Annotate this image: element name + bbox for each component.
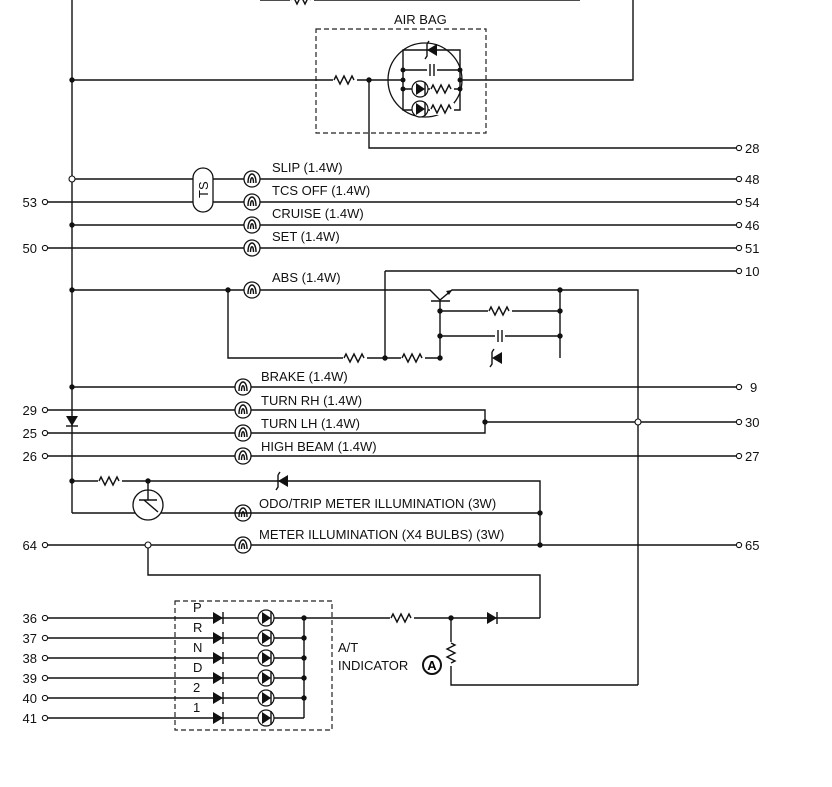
gear-position-label: 2 [193,680,200,695]
lamp-label-odo-trip: ODO/TRIP METER ILLUMINATION (3W) [259,496,496,511]
gear-position-label: P [193,600,202,615]
terminal-41 [41,714,49,722]
terminal-54 [735,198,743,206]
terminal-46 [735,221,743,229]
led-icon [257,669,275,687]
terminal-label: 48 [745,172,759,187]
led-icon [257,649,275,667]
lamp-label-abs: ABS (1.4W) [272,270,341,285]
terminal-label: 53 [23,195,37,210]
terminal-label: 39 [23,671,37,686]
illumination-circuit [65,415,543,618]
ts-switch [192,167,214,213]
terminal-38 [41,654,49,662]
led-icon [257,629,275,647]
gear-position-label: D [193,660,202,675]
lamp-label-high-beam: HIGH BEAM (1.4W) [261,439,377,454]
terminal-label: 46 [745,218,759,233]
lamp-icon [243,216,261,234]
terminal-28 [735,144,743,152]
diode-icon [212,671,224,685]
terminal-10 [735,267,743,275]
terminal-48 [735,175,743,183]
terminal-64 [41,541,49,549]
lamp-icon [234,401,252,419]
diode-icon [212,611,224,625]
terminal-26 [41,452,49,460]
terminal-36 [41,614,49,622]
marker-a: A [427,658,437,673]
lamp-icon [234,424,252,442]
terminal-40 [41,694,49,702]
terminal-label: 51 [745,241,759,256]
lamp-label-set: SET (1.4W) [272,229,340,244]
led-icon [257,609,275,627]
diode-icon [212,691,224,705]
led-icon [257,689,275,707]
top-circuit [71,0,634,513]
terminal-label: 41 [23,711,37,726]
indicator-label: INDICATOR [338,658,408,673]
terminal-label: 40 [23,691,37,706]
terminal-label: 27 [745,449,759,464]
terminal-label: 28 [745,141,759,156]
terminal-label: 65 [745,538,759,553]
lamp-icon [243,193,261,211]
gear-position-label: R [193,620,202,635]
terminal-label: 25 [23,426,37,441]
at-label: A/T [338,640,358,655]
terminal-label: 37 [23,631,37,646]
terminal-label: 50 [23,241,37,256]
airbag-module: AIR BAG [69,12,736,149]
terminal-label: 9 [750,380,757,395]
lamp-icon [243,281,261,299]
gear-position-label: 1 [193,700,200,715]
lamp-label-turn-rh: TURN RH (1.4W) [261,393,362,408]
lamp-label-cruise: CRUISE (1.4W) [272,206,364,221]
terminal-label: 54 [745,195,759,210]
abs-circuit [69,270,736,685]
lamp-icon [243,239,261,257]
terminal-50 [41,244,49,252]
terminal-label: 38 [23,651,37,666]
airbag-label: AIR BAG [394,12,447,27]
lamp-icon [234,536,252,554]
diode-icon [212,631,224,645]
terminal-label: 29 [23,403,37,418]
terminal-65 [735,541,743,549]
diode-icon [212,651,224,665]
gear-position-label: N [193,640,202,655]
terminal-37 [41,634,49,642]
terminal-label: 26 [23,449,37,464]
lamp-icon [234,447,252,465]
terminal-25 [41,429,49,437]
terminal-27 [735,452,743,460]
lamp-icon [234,378,252,396]
diode-icon [212,711,224,725]
terminal-label: 10 [745,264,759,279]
terminals: 53 50 29 25 26 64 36 37 38 39 40 41 28 48 54 46 51 10 9 30 2… [23,141,760,726]
lamp-icon [243,170,261,188]
terminal-39 [41,674,49,682]
terminal-30 [735,418,743,426]
lamp-label-brake: BRAKE (1.4W) [261,369,348,384]
lamp-label-slip: SLIP (1.4W) [272,160,343,175]
lamp-label-tcs-off: TCS OFF (1.4W) [272,183,370,198]
terminal-label: 30 [745,415,759,430]
terminal-51 [735,244,743,252]
indicator-rows: TS SLIP (1.4W) TCS OFF (1.4W) CRUISE (1.… [47,160,736,554]
ts-label: TS [196,181,211,198]
terminal-29 [41,406,49,414]
terminal-label: 64 [23,538,37,553]
terminal-53 [41,198,49,206]
terminal-9 [735,383,743,391]
led-icon [257,709,275,727]
lamp-label-turn-lh: TURN LH (1.4W) [261,416,360,431]
lamp-label-meter-illumination: METER ILLUMINATION (X4 BULBS) (3W) [259,527,504,542]
terminal-label: 36 [23,611,37,626]
